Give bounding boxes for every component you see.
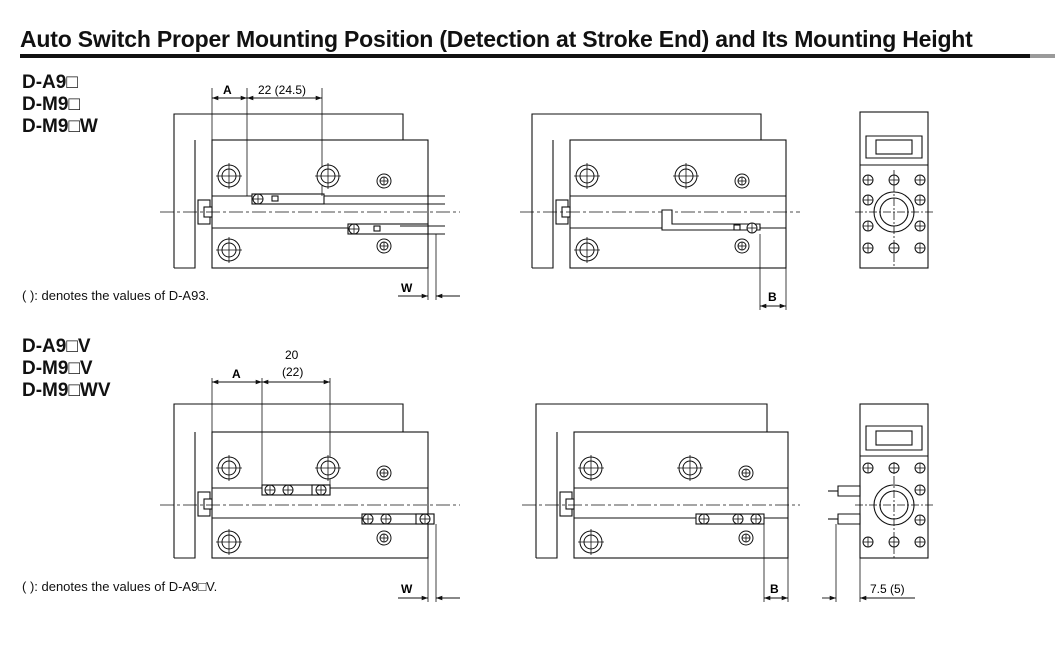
side-view-top-left [160,88,460,300]
title-rule-accent [1030,54,1055,58]
dim-b-label: B [768,290,777,304]
note-bottom: ( ): denotes the values of D-A9□V. [22,579,218,594]
dim-a-label: A [232,367,241,381]
side-view-top-middle [520,113,800,310]
dim-length-alt-label: (22) [282,365,303,379]
model-list-top: D-A9□ D-M9□ D-M9□W [22,72,98,138]
end-view-top [855,111,933,269]
title-rule [20,54,1030,58]
model-label: D-M9□WV [22,380,111,401]
side-view-bottom-middle [522,403,800,602]
model-label: D-M9□ [22,94,80,115]
dim-w-label: W [401,582,413,596]
model-label: D-M9□V [22,358,93,379]
dim-length-main-label: 20 [285,348,299,362]
end-view-bottom [822,403,933,602]
dim-length-label: 22 (24.5) [258,83,306,97]
note-top: ( ): denotes the values of D-A93. [22,288,210,303]
model-list-bottom: D-A9□V D-M9□V D-M9□WV [22,336,111,402]
dim-height-label: 7.5 (5) [870,582,905,596]
model-label: D-A9□V [22,336,91,357]
page-title: Auto Switch Proper Mounting Position (De… [20,26,973,52]
side-view-bottom-left [160,378,460,602]
dim-w-label: W [401,281,413,295]
dim-b-label: B [770,582,779,596]
model-label: D-A9□ [22,72,78,93]
model-label: D-M9□W [22,116,98,137]
dim-a-label: A [223,83,232,97]
